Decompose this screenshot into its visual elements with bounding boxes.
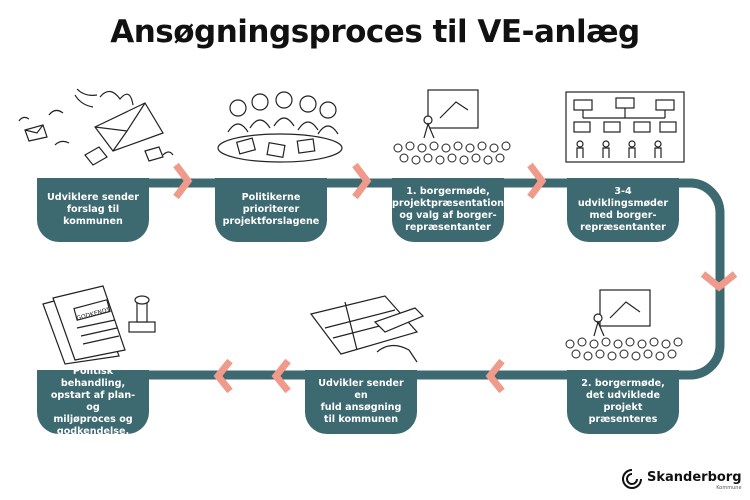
- page-title: Ansøgningsproces til VE-anlæg: [110, 14, 640, 50]
- chevron-left-icon: [271, 358, 291, 394]
- flying-letters-illustration: [18, 88, 174, 166]
- stamped-documents-illustration: GODKENDT: [42, 285, 156, 365]
- logo-name: Skanderborg: [647, 470, 742, 485]
- chevron-right-icon: [173, 162, 193, 200]
- chevron-right-icon: [352, 162, 372, 200]
- plan-drawing-illustration: [309, 295, 425, 363]
- chevron-right-icon: [527, 162, 547, 200]
- presentation-2-illustration: [565, 289, 683, 361]
- chevron-left-icon: [485, 358, 505, 394]
- logo-sub: Kommune: [716, 485, 742, 491]
- flow-line: [38, 178, 725, 380]
- org-chart-illustration: [565, 91, 685, 163]
- politicians-illustration: [217, 91, 343, 163]
- presentation-illustration: [393, 89, 511, 165]
- chevron-down-icon: [700, 271, 738, 292]
- skanderborg-logo: Skanderborg Kommune: [621, 466, 742, 491]
- logo-mark-icon: [622, 468, 642, 489]
- chevron-left-icon: [213, 358, 233, 394]
